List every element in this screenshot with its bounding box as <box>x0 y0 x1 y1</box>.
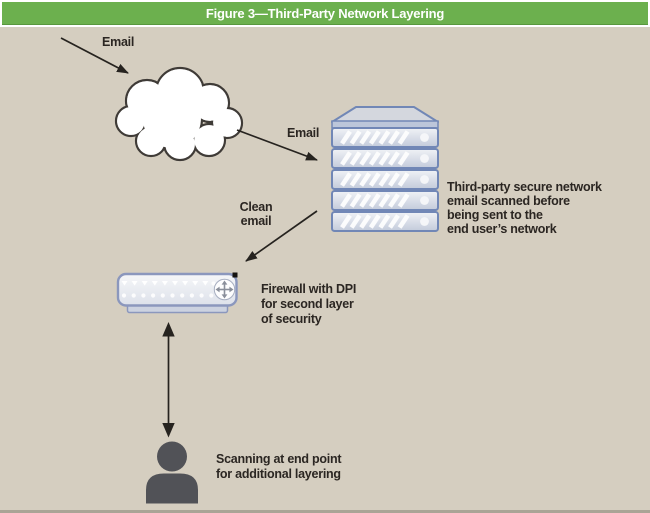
cloud-icon <box>114 66 244 162</box>
figure-title: Figure 3—Third-Party Network Layering <box>205 5 445 21</box>
firewall-port-row-bottom <box>121 281 216 298</box>
server-power-leds <box>420 133 429 226</box>
arrow-email-to-cloud <box>60 37 129 74</box>
figure-title-bar: Figure 3—Third-Party Network Layering <box>2 2 648 25</box>
server-vent-slashes <box>340 130 410 229</box>
firewall-port-row-top <box>121 281 209 286</box>
arrow-cloud-to-server <box>236 129 318 161</box>
move-arrows-icon <box>213 278 236 301</box>
label-firewall-note: Firewall with DPI for second layer of se… <box>261 282 357 326</box>
label-clean-email: Clean email <box>239 200 273 228</box>
figure-bottom-edge <box>0 510 650 513</box>
person-icon <box>146 441 198 504</box>
arrow-server-to-firewall <box>245 210 318 262</box>
firewall-icon <box>116 272 238 314</box>
server-stack-icon <box>331 106 439 232</box>
arrow-firewall-to-endpoint <box>162 322 175 438</box>
diagram-canvas <box>0 27 650 510</box>
label-email-incoming: Email <box>102 35 135 49</box>
label-server-note: Third-party secure network email scanned… <box>447 180 602 236</box>
label-endpoint-note: Scanning at end point for additional lay… <box>216 452 342 481</box>
label-email-to-server: Email <box>287 126 320 140</box>
